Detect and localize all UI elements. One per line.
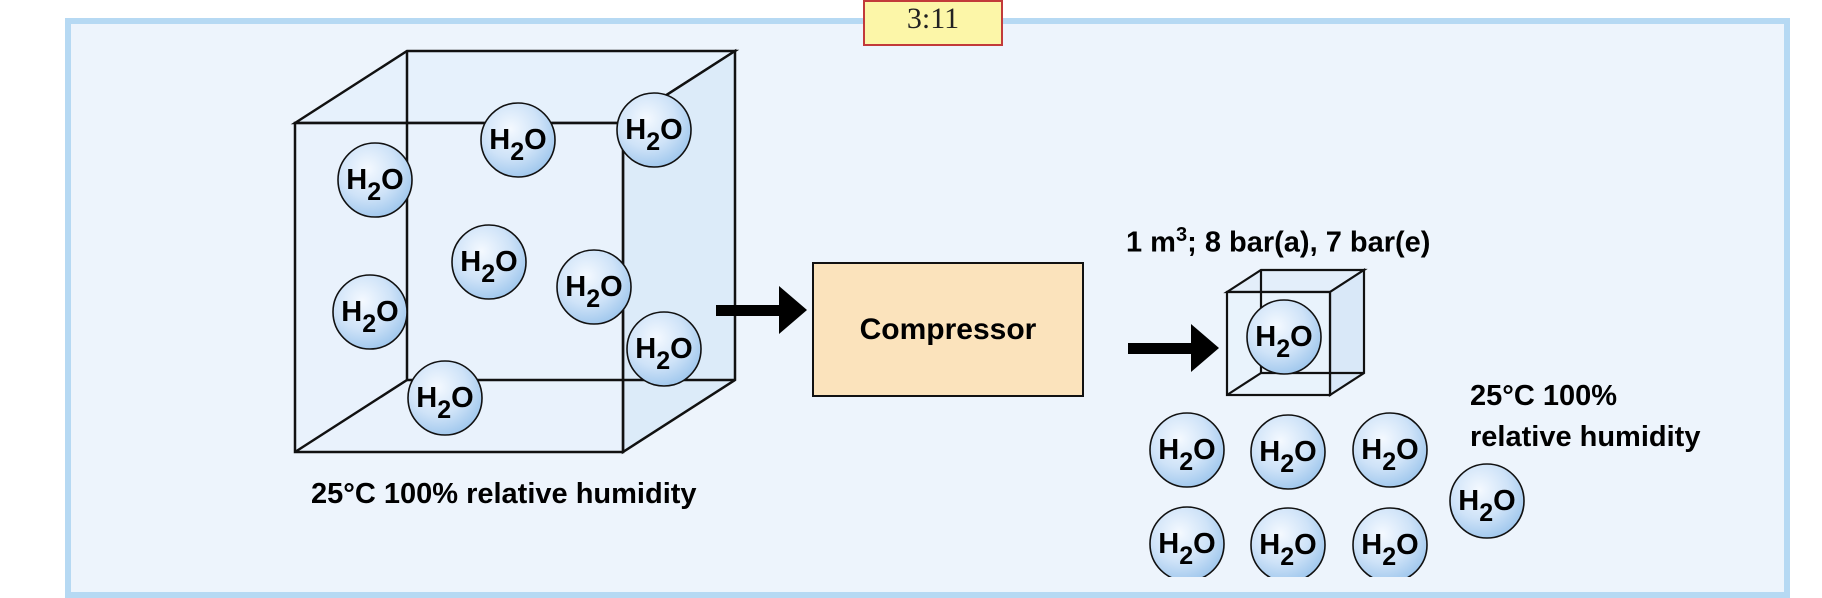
h2o-molecule: H2O xyxy=(407,360,483,436)
h2o-formula: H2O xyxy=(1158,434,1215,476)
h2o-molecule: H2O xyxy=(1149,506,1225,577)
arrow-out-of-compressor xyxy=(1128,324,1219,372)
arrow-into-compressor xyxy=(716,286,807,334)
h2o-molecule: H2O xyxy=(1250,414,1326,490)
h2o-formula: H2O xyxy=(625,114,682,156)
h2o-molecule: H2O xyxy=(1149,412,1225,488)
compressor-label: Compressor xyxy=(859,312,1037,346)
h2o-formula: H2O xyxy=(1255,321,1312,363)
h2o-formula: H2O xyxy=(1158,528,1215,570)
h2o-molecule: H2O xyxy=(1352,412,1428,488)
h2o-molecule: H2O xyxy=(1250,507,1326,577)
figure-number-label: 3:11 xyxy=(863,0,1003,46)
h2o-molecule: H2O xyxy=(556,249,632,325)
h2o-molecule: H2O xyxy=(337,142,413,218)
h2o-molecule: H2O xyxy=(480,102,556,178)
right-caption-line-1: 25°C 100% xyxy=(1470,380,1618,412)
h2o-formula: H2O xyxy=(1259,436,1316,478)
h2o-formula: H2O xyxy=(346,164,403,206)
h2o-formula: H2O xyxy=(416,382,473,424)
h2o-formula: H2O xyxy=(341,296,398,338)
right-caption-line-2: relative humidity xyxy=(1470,421,1701,453)
h2o-formula: H2O xyxy=(1361,434,1418,476)
h2o-molecule: H2O xyxy=(626,311,702,387)
h2o-formula: H2O xyxy=(1259,529,1316,571)
h2o-formula: H2O xyxy=(489,124,546,166)
compressor-box: Compressor xyxy=(812,262,1084,397)
h2o-formula: H2O xyxy=(635,333,692,375)
left-caption: 25°C 100% relative humidity xyxy=(311,478,697,510)
h2o-formula: H2O xyxy=(1458,485,1515,527)
h2o-formula: H2O xyxy=(565,271,622,313)
h2o-molecule: H2O xyxy=(332,274,408,350)
h2o-molecule: H2O xyxy=(616,92,692,168)
h2o-molecule: H2O xyxy=(451,224,527,300)
water-molecules: H2O H2O H2O H2O H2O H2O H2O H2O H2O H2O H2O H2O H2O H… xyxy=(332,92,1525,577)
h2o-molecule: H2O xyxy=(1246,299,1322,375)
h2o-formula: H2O xyxy=(460,246,517,288)
right-volume-label: 1 m3; 8 bar(a), 7 bar(e) xyxy=(1126,224,1431,259)
diagram-canvas: H2O H2O H2O H2O H2O H2O H2O H2O H2O H2O H2O H2O H2O H… xyxy=(290,48,1525,577)
h2o-molecule: H2O xyxy=(1352,507,1428,577)
h2o-molecule: H2O xyxy=(1449,463,1525,539)
h2o-formula: H2O xyxy=(1361,529,1418,571)
